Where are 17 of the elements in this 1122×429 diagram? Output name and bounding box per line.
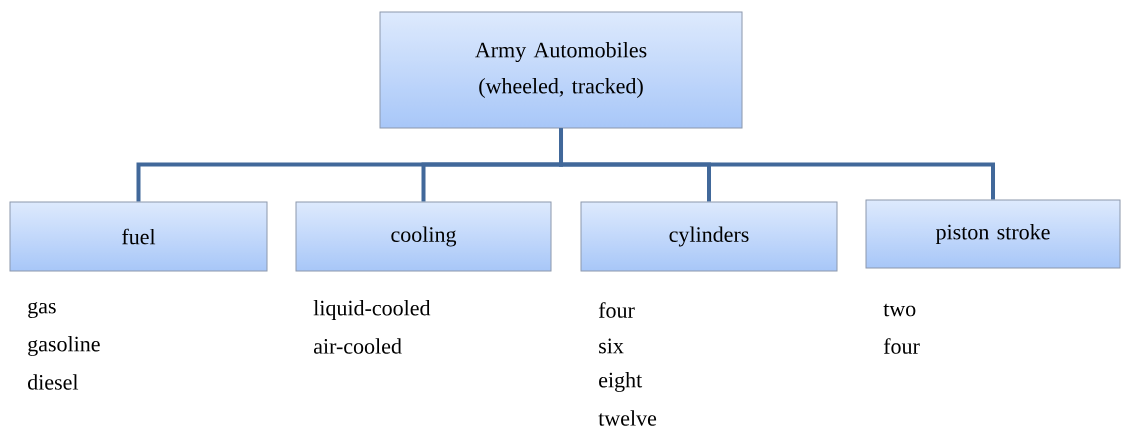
list-item: four (598, 302, 635, 318)
list-item: liquid-cooled (313, 300, 431, 320)
title-box: Army Automobiles (wheeled, tracked) (379, 11, 743, 129)
list-item: twelve (598, 410, 657, 426)
list-item: eight (599, 372, 643, 392)
category-box: cooling (295, 201, 552, 272)
list-item: air-cooled (313, 338, 402, 354)
list-item: two (883, 303, 916, 317)
list-item: diesel (28, 374, 79, 390)
category-box: piston stroke (865, 199, 1121, 269)
list-item: gas (28, 302, 56, 318)
list-item: gasoline (28, 336, 100, 356)
connector-line (559, 128, 995, 200)
list-item: six (599, 338, 624, 354)
category-box: fuel (9, 201, 268, 272)
category-box: cylinders (580, 201, 838, 272)
list-item: four (883, 338, 920, 354)
